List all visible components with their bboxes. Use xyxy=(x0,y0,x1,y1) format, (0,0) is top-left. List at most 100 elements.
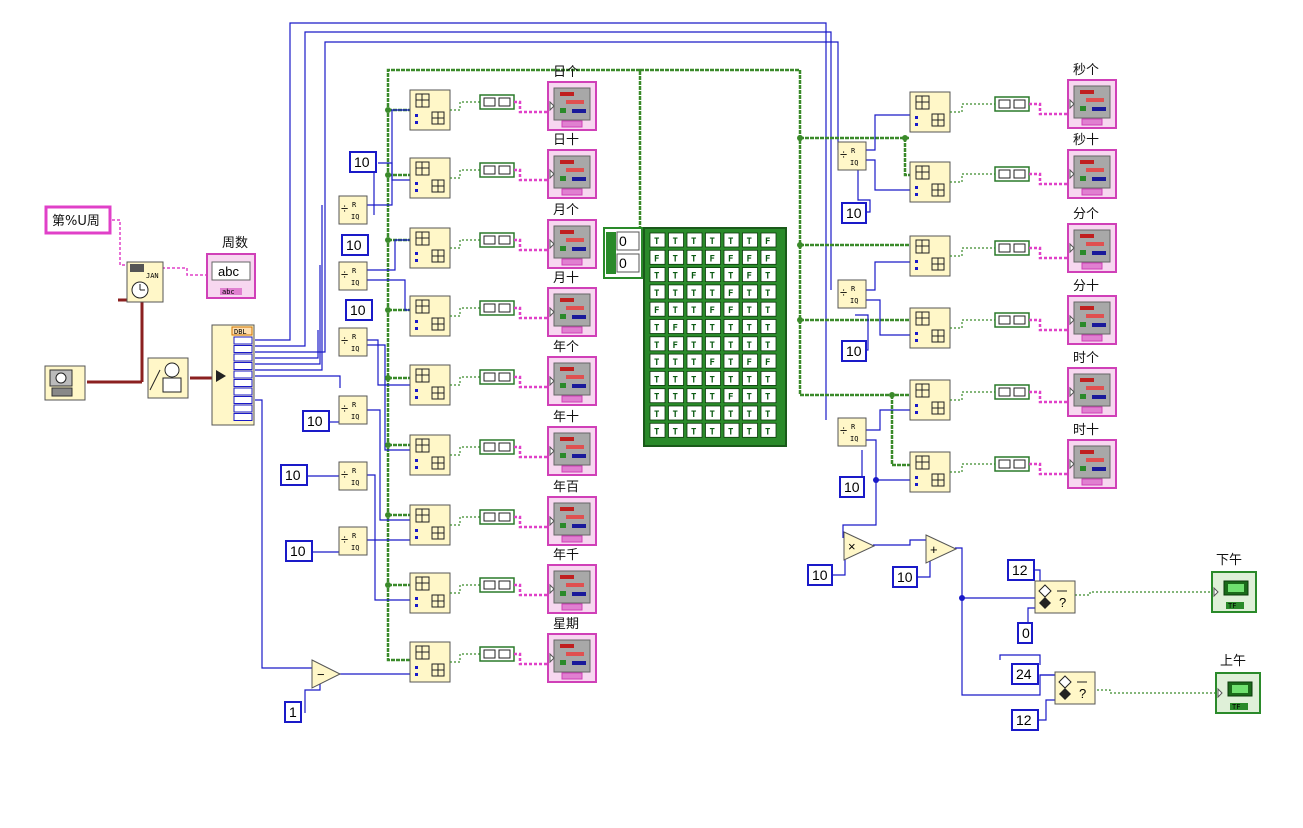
bool-cell[interactable] xyxy=(760,284,777,300)
bool-cell[interactable] xyxy=(705,388,721,404)
array-to-cluster-node[interactable] xyxy=(994,240,1030,256)
bool-cell[interactable] xyxy=(760,388,777,404)
quotient-remainder-node[interactable]: ÷RIQ xyxy=(338,327,368,357)
bool-cell[interactable] xyxy=(760,370,777,386)
array-to-cluster-node[interactable] xyxy=(479,232,515,248)
quotient-remainder-node[interactable]: ÷RIQ xyxy=(837,417,867,447)
bool-cell[interactable] xyxy=(705,422,721,438)
array-to-cluster-node[interactable] xyxy=(479,439,515,455)
bool-cell[interactable] xyxy=(686,336,703,352)
array-to-cluster-node[interactable] xyxy=(479,300,515,316)
bool-cell[interactable] xyxy=(760,353,777,369)
array-to-cluster-node[interactable] xyxy=(994,166,1030,182)
array-to-cluster-node[interactable] xyxy=(479,94,515,110)
bool-cell[interactable] xyxy=(742,232,758,248)
bool-cell[interactable] xyxy=(723,370,740,386)
bool-cell[interactable] xyxy=(742,370,758,386)
numeric-constant[interactable]: 10 xyxy=(841,340,867,362)
numeric-constant[interactable]: 10 xyxy=(841,202,867,224)
quotient-remainder-node[interactable]: ÷RIQ xyxy=(338,461,368,491)
bool-cell[interactable] xyxy=(705,370,721,386)
bool-cell[interactable] xyxy=(668,336,684,352)
bool-cell[interactable] xyxy=(649,301,666,317)
bool-cell[interactable] xyxy=(668,267,684,283)
bool-cell[interactable] xyxy=(668,284,684,300)
numeric-constant[interactable]: 10 xyxy=(341,234,369,256)
array-to-cluster-node[interactable] xyxy=(994,456,1030,472)
bool-cell[interactable] xyxy=(723,232,740,248)
index-array-node[interactable] xyxy=(909,307,951,349)
bool-cell[interactable] xyxy=(705,405,721,421)
bool-cell[interactable] xyxy=(705,284,721,300)
bool-cell[interactable] xyxy=(760,249,777,265)
bool-cell[interactable] xyxy=(705,232,721,248)
bool-cell[interactable] xyxy=(686,232,703,248)
index-array-node[interactable] xyxy=(409,227,451,269)
bool-cell[interactable] xyxy=(668,353,684,369)
bool-cell[interactable] xyxy=(760,267,777,283)
format-datetime-node[interactable]: JAN xyxy=(126,261,164,303)
bool-cell[interactable] xyxy=(760,301,777,317)
bool-cell[interactable] xyxy=(649,353,666,369)
get-datetime-node[interactable] xyxy=(44,365,86,401)
bool-cell[interactable] xyxy=(668,370,684,386)
numeric-constant[interactable]: 0 xyxy=(1017,622,1033,644)
subtract-node[interactable]: − xyxy=(311,659,342,689)
numeric-constant[interactable]: 10 xyxy=(892,566,918,588)
bool-cell[interactable] xyxy=(668,232,684,248)
bool-cell[interactable] xyxy=(649,405,666,421)
quotient-remainder-node[interactable]: ÷RIQ xyxy=(837,141,867,171)
bool-cell[interactable] xyxy=(686,249,703,265)
bool-cell[interactable] xyxy=(705,319,721,334)
array-to-cluster-node[interactable] xyxy=(479,162,515,178)
bool-cell[interactable] xyxy=(649,388,666,404)
index-array-node[interactable] xyxy=(409,89,451,131)
numeric-constant[interactable]: 10 xyxy=(280,464,308,486)
array-to-cluster-node[interactable] xyxy=(479,509,515,525)
numeric-constant[interactable]: 10 xyxy=(839,476,865,498)
numeric-constant[interactable]: 12 xyxy=(1007,559,1035,581)
numeric-constant[interactable]: 10 xyxy=(349,151,377,173)
bool-cell[interactable] xyxy=(760,422,777,438)
bool-cell[interactable] xyxy=(686,405,703,421)
bool-cell[interactable] xyxy=(723,249,740,265)
index-array-node[interactable] xyxy=(909,379,951,421)
index-array-node[interactable] xyxy=(409,504,451,546)
array-to-cluster-node[interactable] xyxy=(994,384,1030,400)
bool-cell[interactable] xyxy=(742,319,758,334)
bool-cell[interactable] xyxy=(742,267,758,283)
array-to-cluster-node[interactable] xyxy=(479,646,515,662)
index-array-node[interactable] xyxy=(409,157,451,199)
array-to-cluster-node[interactable] xyxy=(479,369,515,385)
bool-cell[interactable] xyxy=(686,267,703,283)
bool-cell[interactable] xyxy=(723,284,740,300)
bool-cell[interactable] xyxy=(668,249,684,265)
array-to-cluster-node[interactable] xyxy=(479,577,515,593)
bool-cell[interactable] xyxy=(705,301,721,317)
index-array-node[interactable] xyxy=(909,451,951,493)
bool-cell[interactable] xyxy=(723,405,740,421)
unbundle-cluster-node[interactable]: DBL xyxy=(211,324,255,426)
index-array-node[interactable] xyxy=(909,91,951,133)
format-string-constant[interactable]: 第%U周 xyxy=(44,205,112,235)
bool-cell[interactable] xyxy=(649,232,666,248)
numeric-constant[interactable]: 24 xyxy=(1011,663,1039,685)
bool-cell[interactable] xyxy=(686,284,703,300)
bool-cell[interactable] xyxy=(649,249,666,265)
bool-cell[interactable] xyxy=(649,284,666,300)
numeric-constant[interactable]: 10 xyxy=(345,299,373,321)
quotient-remainder-node[interactable]: ÷RIQ xyxy=(338,195,368,225)
bool-cell[interactable] xyxy=(760,232,777,248)
bool-cell[interactable] xyxy=(668,319,684,334)
index-array-node[interactable] xyxy=(409,641,451,683)
bool-cell[interactable] xyxy=(742,405,758,421)
bool-cell[interactable] xyxy=(686,370,703,386)
numeric-constant[interactable]: 10 xyxy=(285,540,313,562)
index-array-node[interactable] xyxy=(909,161,951,203)
bool-cell[interactable] xyxy=(723,301,740,317)
bool-cell[interactable] xyxy=(686,422,703,438)
multiply-node[interactable]: × xyxy=(843,531,876,561)
array-to-cluster-node[interactable] xyxy=(994,96,1030,112)
bool-cell[interactable] xyxy=(723,336,740,352)
